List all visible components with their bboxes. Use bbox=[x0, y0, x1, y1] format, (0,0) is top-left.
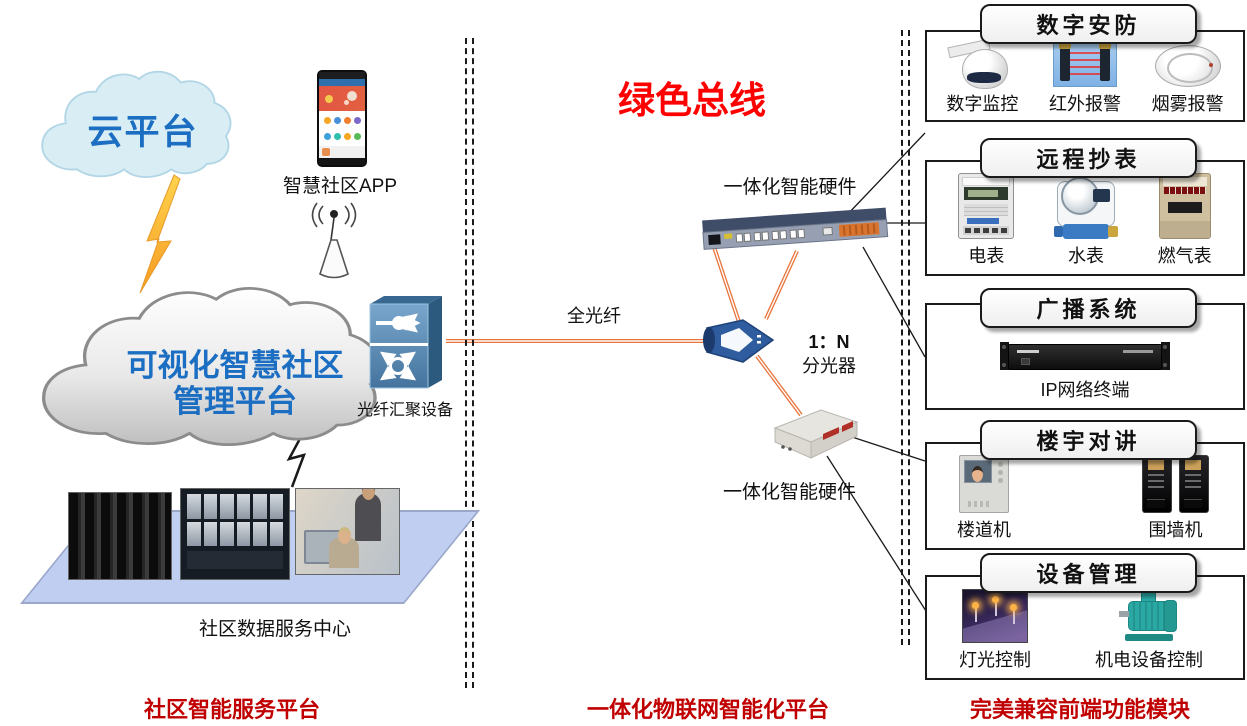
item-smoke-alarm: 烟雾报警 bbox=[1152, 45, 1224, 116]
phone-app-icons bbox=[319, 111, 365, 146]
fiber-splitter-up-right bbox=[764, 250, 799, 320]
hardware-top-label: 一体化智能硬件 bbox=[723, 177, 857, 198]
module-title: 设备管理 bbox=[1036, 562, 1141, 587]
aggregator-label: 光纤汇聚设备 bbox=[356, 402, 453, 419]
management-platform-label: 可视化智慧社区 管理平台 bbox=[40, 348, 430, 420]
management-cloud-icon bbox=[42, 287, 381, 447]
datacenter-label: 社区数据服务中心 bbox=[198, 619, 351, 640]
item-label: 灯光控制 bbox=[959, 650, 1031, 670]
item-light-control: 灯光控制 bbox=[959, 589, 1031, 672]
street-light-icon bbox=[962, 589, 1028, 643]
module-title-tab: 楼宇对讲 bbox=[980, 420, 1197, 460]
item-label: 数字监控 bbox=[946, 94, 1019, 114]
management-platform-line1: 可视化智慧社区 bbox=[126, 348, 344, 383]
phone-status-bar bbox=[319, 72, 365, 79]
splitter-icon bbox=[703, 319, 775, 363]
smoke-detector-icon bbox=[1154, 45, 1221, 87]
item-label: IP网络终端 bbox=[1040, 380, 1130, 400]
item-label: 楼道机 bbox=[957, 520, 1011, 540]
phone-news-card bbox=[319, 146, 365, 158]
item-infrared-alarm: 红外报警 bbox=[1049, 39, 1121, 116]
server-room-photo bbox=[68, 492, 172, 580]
integrated-hardware-box-icon bbox=[773, 409, 859, 459]
phone-banner bbox=[319, 86, 365, 111]
infrared-barrier-icon bbox=[1052, 39, 1117, 87]
smartphone-icon bbox=[317, 70, 367, 167]
app-label: 智慧社区APP bbox=[282, 176, 398, 197]
module-device-management: 灯光控制 机电设备控制 设备管理 bbox=[925, 553, 1245, 680]
wall-station-icon bbox=[1142, 455, 1209, 513]
item-water-meter: 水表 bbox=[1053, 177, 1118, 268]
module-digital-security: 数字监控 红外报警 烟雾报警 bbox=[925, 4, 1245, 124]
water-meter-icon bbox=[1053, 177, 1118, 239]
splitter-name-label: 分光器 bbox=[802, 356, 856, 376]
aggregator-switch-icon bbox=[369, 296, 442, 389]
item-label: 水表 bbox=[1067, 246, 1104, 266]
lightning-icon bbox=[139, 174, 181, 294]
fiber-label: 全光纤 bbox=[567, 306, 621, 326]
integrated-hardware-switch-icon bbox=[702, 207, 889, 250]
electric-meter-icon bbox=[958, 173, 1015, 239]
gas-meter-icon bbox=[1158, 173, 1211, 239]
right-dashed-separator bbox=[901, 30, 910, 645]
item-gas-meter: 燃气表 bbox=[1158, 173, 1212, 268]
module-title: 远程抄表 bbox=[1036, 147, 1141, 172]
module-title-tab: 广播系统 bbox=[980, 288, 1197, 328]
item-label: 围墙机 bbox=[1148, 520, 1203, 540]
module-intercom: 楼道机 围墙机 楼宇对讲 bbox=[925, 420, 1245, 550]
module-title-tab: 远程抄表 bbox=[980, 138, 1197, 178]
green-bus-label: 绿色总线 bbox=[618, 80, 766, 121]
ip-terminal-icon bbox=[1000, 339, 1170, 373]
item-label: 红外报警 bbox=[1048, 94, 1121, 114]
item-digital-monitoring: 数字监控 bbox=[946, 38, 1019, 116]
cloud-icon bbox=[41, 70, 232, 178]
module-title: 数字安防 bbox=[1036, 13, 1141, 38]
item-label: 机电设备控制 bbox=[1095, 650, 1203, 670]
module-box: 电表 水表 燃气表 bbox=[925, 160, 1245, 276]
cloud-platform-label: 云平台 bbox=[87, 113, 199, 152]
item-motor-control: 机电设备控制 bbox=[1095, 587, 1203, 672]
video-wall-photo bbox=[180, 488, 290, 580]
module-title: 楼宇对讲 bbox=[1036, 429, 1141, 454]
module-title: 广播系统 bbox=[1036, 297, 1141, 322]
left-dashed-separator bbox=[465, 38, 474, 688]
item-door-station: 楼道机 bbox=[957, 455, 1011, 542]
module-title-tab: 数字安防 bbox=[980, 4, 1197, 44]
item-wall-station: 围墙机 bbox=[1142, 455, 1209, 542]
item-label: 电表 bbox=[968, 246, 1005, 266]
fiber-splitter-up-left bbox=[712, 246, 742, 326]
operators-photo bbox=[295, 488, 400, 575]
item-label: 燃气表 bbox=[1157, 246, 1212, 266]
footer-right: 完美兼容前端功能模块 bbox=[969, 697, 1190, 722]
management-platform-line2: 管理平台 bbox=[173, 384, 297, 419]
footer-left: 社区智能服务平台 bbox=[143, 697, 320, 722]
door-station-icon bbox=[959, 455, 1009, 513]
module-meter-reading: 电表 水表 燃气表 远程抄表 bbox=[925, 138, 1245, 278]
splitter-ratio-label: 1：N bbox=[808, 332, 850, 352]
phone-nav-bar bbox=[319, 79, 365, 86]
hardware-bottom-label: 一体化智能硬件 bbox=[722, 482, 856, 503]
antenna-icon bbox=[311, 202, 357, 279]
module-title-tab: 设备管理 bbox=[980, 553, 1197, 593]
phone-bottom-bar bbox=[319, 158, 365, 165]
module-broadcast: IP网络终端 广播系统 bbox=[925, 288, 1245, 413]
item-ip-terminal: IP网络终端 bbox=[1000, 339, 1170, 402]
motor-icon bbox=[1119, 587, 1179, 643]
connector-broadcast bbox=[862, 246, 926, 358]
footer-middle: 一体化物联网智能化平台 bbox=[586, 697, 829, 722]
item-electric-meter: 电表 bbox=[958, 173, 1015, 268]
dome-camera-icon bbox=[946, 38, 1018, 89]
item-label: 烟雾报警 bbox=[1151, 94, 1224, 114]
